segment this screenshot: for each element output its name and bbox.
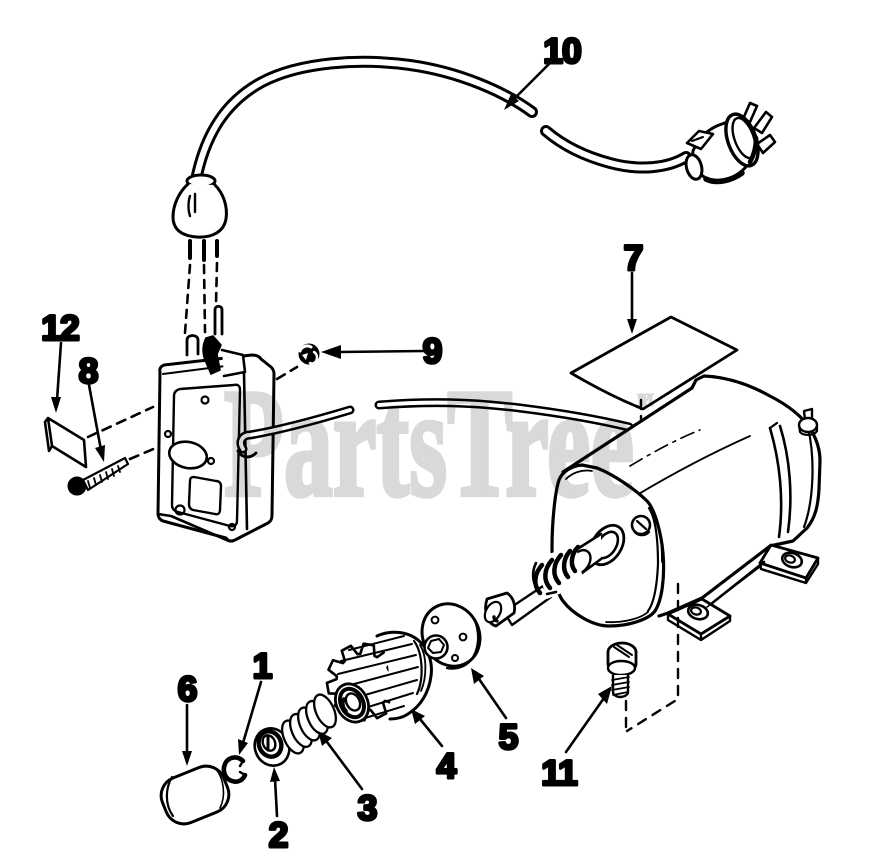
svg-text:12: 12 <box>41 308 79 348</box>
svg-text:7: 7 <box>624 238 643 278</box>
svg-text:11: 11 <box>541 753 577 793</box>
svg-text:5: 5 <box>499 717 518 757</box>
svg-text:6: 6 <box>178 669 197 709</box>
svg-text:2: 2 <box>269 815 288 855</box>
svg-text:4: 4 <box>437 746 457 786</box>
svg-text:1: 1 <box>253 646 272 686</box>
svg-text:3: 3 <box>358 788 377 828</box>
svg-text:9: 9 <box>423 331 442 371</box>
svg-text:8: 8 <box>79 351 98 391</box>
svg-text:TM: TM <box>637 390 654 410</box>
svg-text:10: 10 <box>543 31 581 71</box>
svg-text:PartsTree: PartsTree <box>224 358 634 529</box>
